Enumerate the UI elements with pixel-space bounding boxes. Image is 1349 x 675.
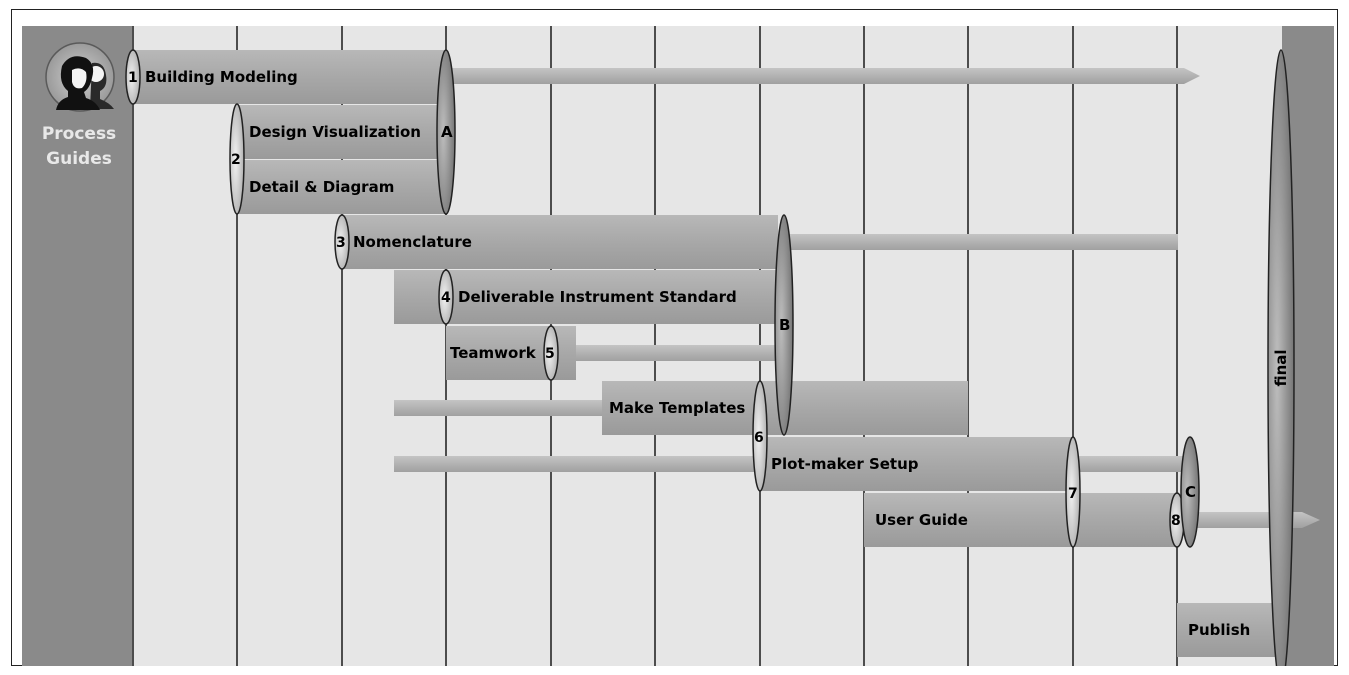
- people-icon: [45, 42, 115, 112]
- publish-bar: [1177, 603, 1282, 657]
- task-number-1: 1: [128, 70, 138, 86]
- plot-maker-extension-bar: [1073, 456, 1185, 472]
- building-modeling-bar: [133, 50, 446, 104]
- task-number-8: 8: [1171, 513, 1181, 529]
- deliverable-instrument-standard-bar: [394, 270, 778, 324]
- building-modeling-extension-arrow: [446, 68, 1200, 84]
- make-templates-leadin-bar: [394, 400, 606, 416]
- oval-4: [438, 269, 454, 325]
- task-numbers: 1 2 3 4 5 6 7 8: [128, 70, 1181, 529]
- milestones: [436, 49, 1295, 666]
- detail-diagram-bar: [237, 160, 446, 214]
- oval-1: [125, 49, 141, 105]
- task-label-design-visualization: Design Visualization: [249, 123, 421, 141]
- milestone-label-final: final: [1272, 349, 1290, 386]
- teamwork-extension-bar: [572, 345, 778, 361]
- task-label-building-modeling: Building Modeling: [145, 68, 298, 86]
- extension-bars: [394, 68, 1320, 528]
- sidebar-panel: [22, 26, 132, 666]
- oval-5: [543, 325, 559, 381]
- design-visualization-bar: [237, 105, 446, 159]
- task-label-make-templates: Make Templates: [609, 399, 745, 417]
- task-number-4: 4: [441, 290, 451, 306]
- task-label-plot-maker-setup: Plot-maker Setup: [771, 455, 919, 473]
- task-bars: [133, 50, 1282, 657]
- milestone-c: [1180, 436, 1200, 548]
- oval-2: [229, 103, 245, 215]
- milestone-label-c: C: [1185, 483, 1196, 501]
- sidebar-title-line1: Process: [42, 124, 116, 144]
- task-number-3: 3: [336, 235, 346, 251]
- plot-maker-leadin-bar: [394, 456, 760, 472]
- task-number-6: 6: [754, 430, 764, 446]
- task-number-5: 5: [545, 346, 555, 362]
- task-label-user-guide: User Guide: [875, 511, 968, 529]
- task-labels: Building Modeling Design Visualization D…: [145, 68, 1250, 639]
- oval-7: [1065, 436, 1081, 548]
- process-gantt-diagram: Process Guides: [22, 26, 1334, 666]
- milestone-a: [436, 49, 456, 215]
- task-label-teamwork: Teamwork: [450, 344, 537, 362]
- oval-3: [334, 214, 350, 270]
- task-number-7: 7: [1068, 486, 1078, 502]
- task-label-detail-diagram: Detail & Diagram: [249, 178, 394, 196]
- oval-6: [752, 380, 768, 492]
- milestone-final: [1267, 49, 1295, 666]
- nomenclature-extension-bar: [778, 234, 1178, 250]
- task-label-nomenclature: Nomenclature: [353, 233, 472, 251]
- nomenclature-bar: [342, 215, 778, 269]
- user-guide-extension-arrow: [1192, 512, 1320, 528]
- milestone-labels: A B C final: [441, 123, 1290, 501]
- user-guide-bar: [864, 493, 1177, 547]
- task-label-deliverable-instrument-standard: Deliverable Instrument Standard: [458, 288, 737, 306]
- milestone-label-a: A: [441, 123, 453, 141]
- milestone-label-b: B: [779, 316, 790, 334]
- sidebar-title-line2: Guides: [46, 149, 112, 169]
- task-number-ovals: [125, 49, 1185, 548]
- plot-maker-setup-bar: [760, 437, 1073, 491]
- task-number-2: 2: [231, 152, 241, 168]
- task-label-publish: Publish: [1188, 621, 1250, 639]
- milestone-b: [774, 214, 794, 436]
